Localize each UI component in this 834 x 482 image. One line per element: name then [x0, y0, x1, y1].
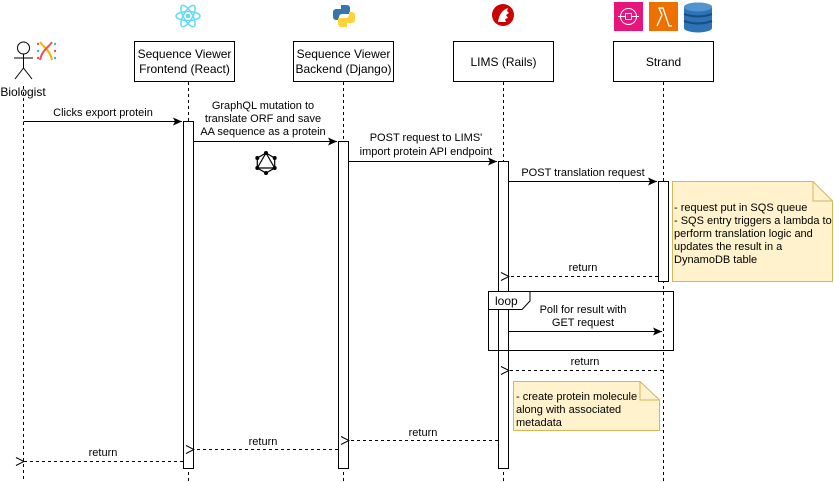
- aws-sqs-icon: [614, 2, 643, 31]
- message-post-translation[interactable]: POST translation request: [508, 167, 658, 186]
- message-post-lims[interactable]: POST request to LIMS' import protein API…: [348, 132, 498, 166]
- message-poll-get[interactable]: Poll for result with GET request: [508, 304, 663, 336]
- aws-dynamodb-icon: [683, 2, 713, 33]
- rails-icon: [492, 4, 514, 26]
- svg-text:GET request: GET request: [552, 317, 614, 329]
- svg-text:updates the result in a: updates the result in a: [674, 241, 783, 253]
- svg-text:Sequence Viewer: Sequence Viewer: [297, 47, 391, 61]
- svg-text:- request put in SQS queue: - request put in SQS queue: [674, 202, 807, 214]
- svg-text:return: return: [569, 262, 598, 274]
- message-return-poll[interactable]: return: [509, 356, 663, 371]
- svg-text:Strand: Strand: [646, 55, 681, 69]
- python-icon: [333, 5, 355, 27]
- svg-text:POST translation request: POST translation request: [521, 167, 644, 179]
- participant-backend[interactable]: Sequence Viewer Backend (Django): [293, 41, 394, 82]
- participant-frontend[interactable]: Sequence Viewer Frontend (React): [134, 41, 235, 82]
- svg-text:translate ORF and save: translate ORF and save: [205, 113, 321, 125]
- svg-text:Frontend (React): Frontend (React): [139, 62, 230, 76]
- note-strand[interactable]: - request put in SQS queue - SQS entry t…: [672, 181, 833, 282]
- svg-text:return: return: [89, 447, 118, 459]
- svg-text:perform translation logic and: perform translation logic and: [674, 228, 813, 240]
- svg-text:loop: loop: [495, 294, 518, 308]
- svg-text:return: return: [571, 356, 600, 368]
- svg-text:POST request to LIMS': POST request to LIMS': [370, 132, 483, 144]
- message-return-backend[interactable]: return: [194, 436, 338, 450]
- activation-backend: [338, 141, 349, 469]
- svg-text:Poll for result with: Poll for result with: [540, 304, 627, 316]
- participant-strand[interactable]: Strand: [613, 41, 714, 82]
- actor-label: Biologist: [0, 85, 46, 99]
- message-return-frontend[interactable]: return: [24, 447, 183, 462]
- actor-biologist[interactable]: [14, 41, 33, 80]
- svg-text:import protein API endpoint: import protein API endpoint: [360, 146, 493, 158]
- participant-lims[interactable]: LIMS (Rails): [453, 41, 554, 82]
- graphql-icon: [255, 151, 277, 175]
- svg-text:- create protein molecule: - create protein molecule: [516, 391, 637, 403]
- svg-text:metadata: metadata: [516, 417, 563, 429]
- svg-text:Backend (Django): Backend (Django): [295, 62, 391, 76]
- svg-text:along with associated: along with associated: [516, 404, 621, 416]
- svg-text:GraphQL mutation to: GraphQL mutation to: [212, 100, 314, 112]
- react-icon: [175, 4, 201, 28]
- aws-lambda-icon: [649, 2, 678, 31]
- svg-text:return: return: [409, 427, 438, 439]
- svg-text:Sequence Viewer: Sequence Viewer: [138, 47, 232, 61]
- message-return-strand[interactable]: return: [509, 262, 658, 277]
- dna-icon: [36, 41, 57, 61]
- message-return-lims[interactable]: return: [349, 427, 498, 441]
- note-lims[interactable]: - create protein molecule along with ass…: [513, 381, 660, 431]
- message-graphql-mutation[interactable]: GraphQL mutation to translate ORF and sa…: [193, 100, 338, 146]
- activation-frontend: [183, 121, 194, 469]
- loop-frame: loop: [488, 291, 674, 351]
- activation-lims: [498, 161, 509, 469]
- svg-text:return: return: [249, 436, 278, 448]
- svg-text:- SQS entry triggers a lambda: - SQS entry triggers a lambda to: [674, 215, 832, 227]
- message-clicks-export[interactable]: Clicks export protein: [23, 107, 183, 126]
- activation-strand: [658, 181, 669, 282]
- svg-text:AA sequence as a protein: AA sequence as a protein: [200, 126, 325, 138]
- svg-text:LIMS (Rails): LIMS (Rails): [470, 55, 536, 69]
- svg-text:Clicks export protein: Clicks export protein: [53, 107, 153, 119]
- svg-text:DynamoDB table: DynamoDB table: [674, 254, 757, 266]
